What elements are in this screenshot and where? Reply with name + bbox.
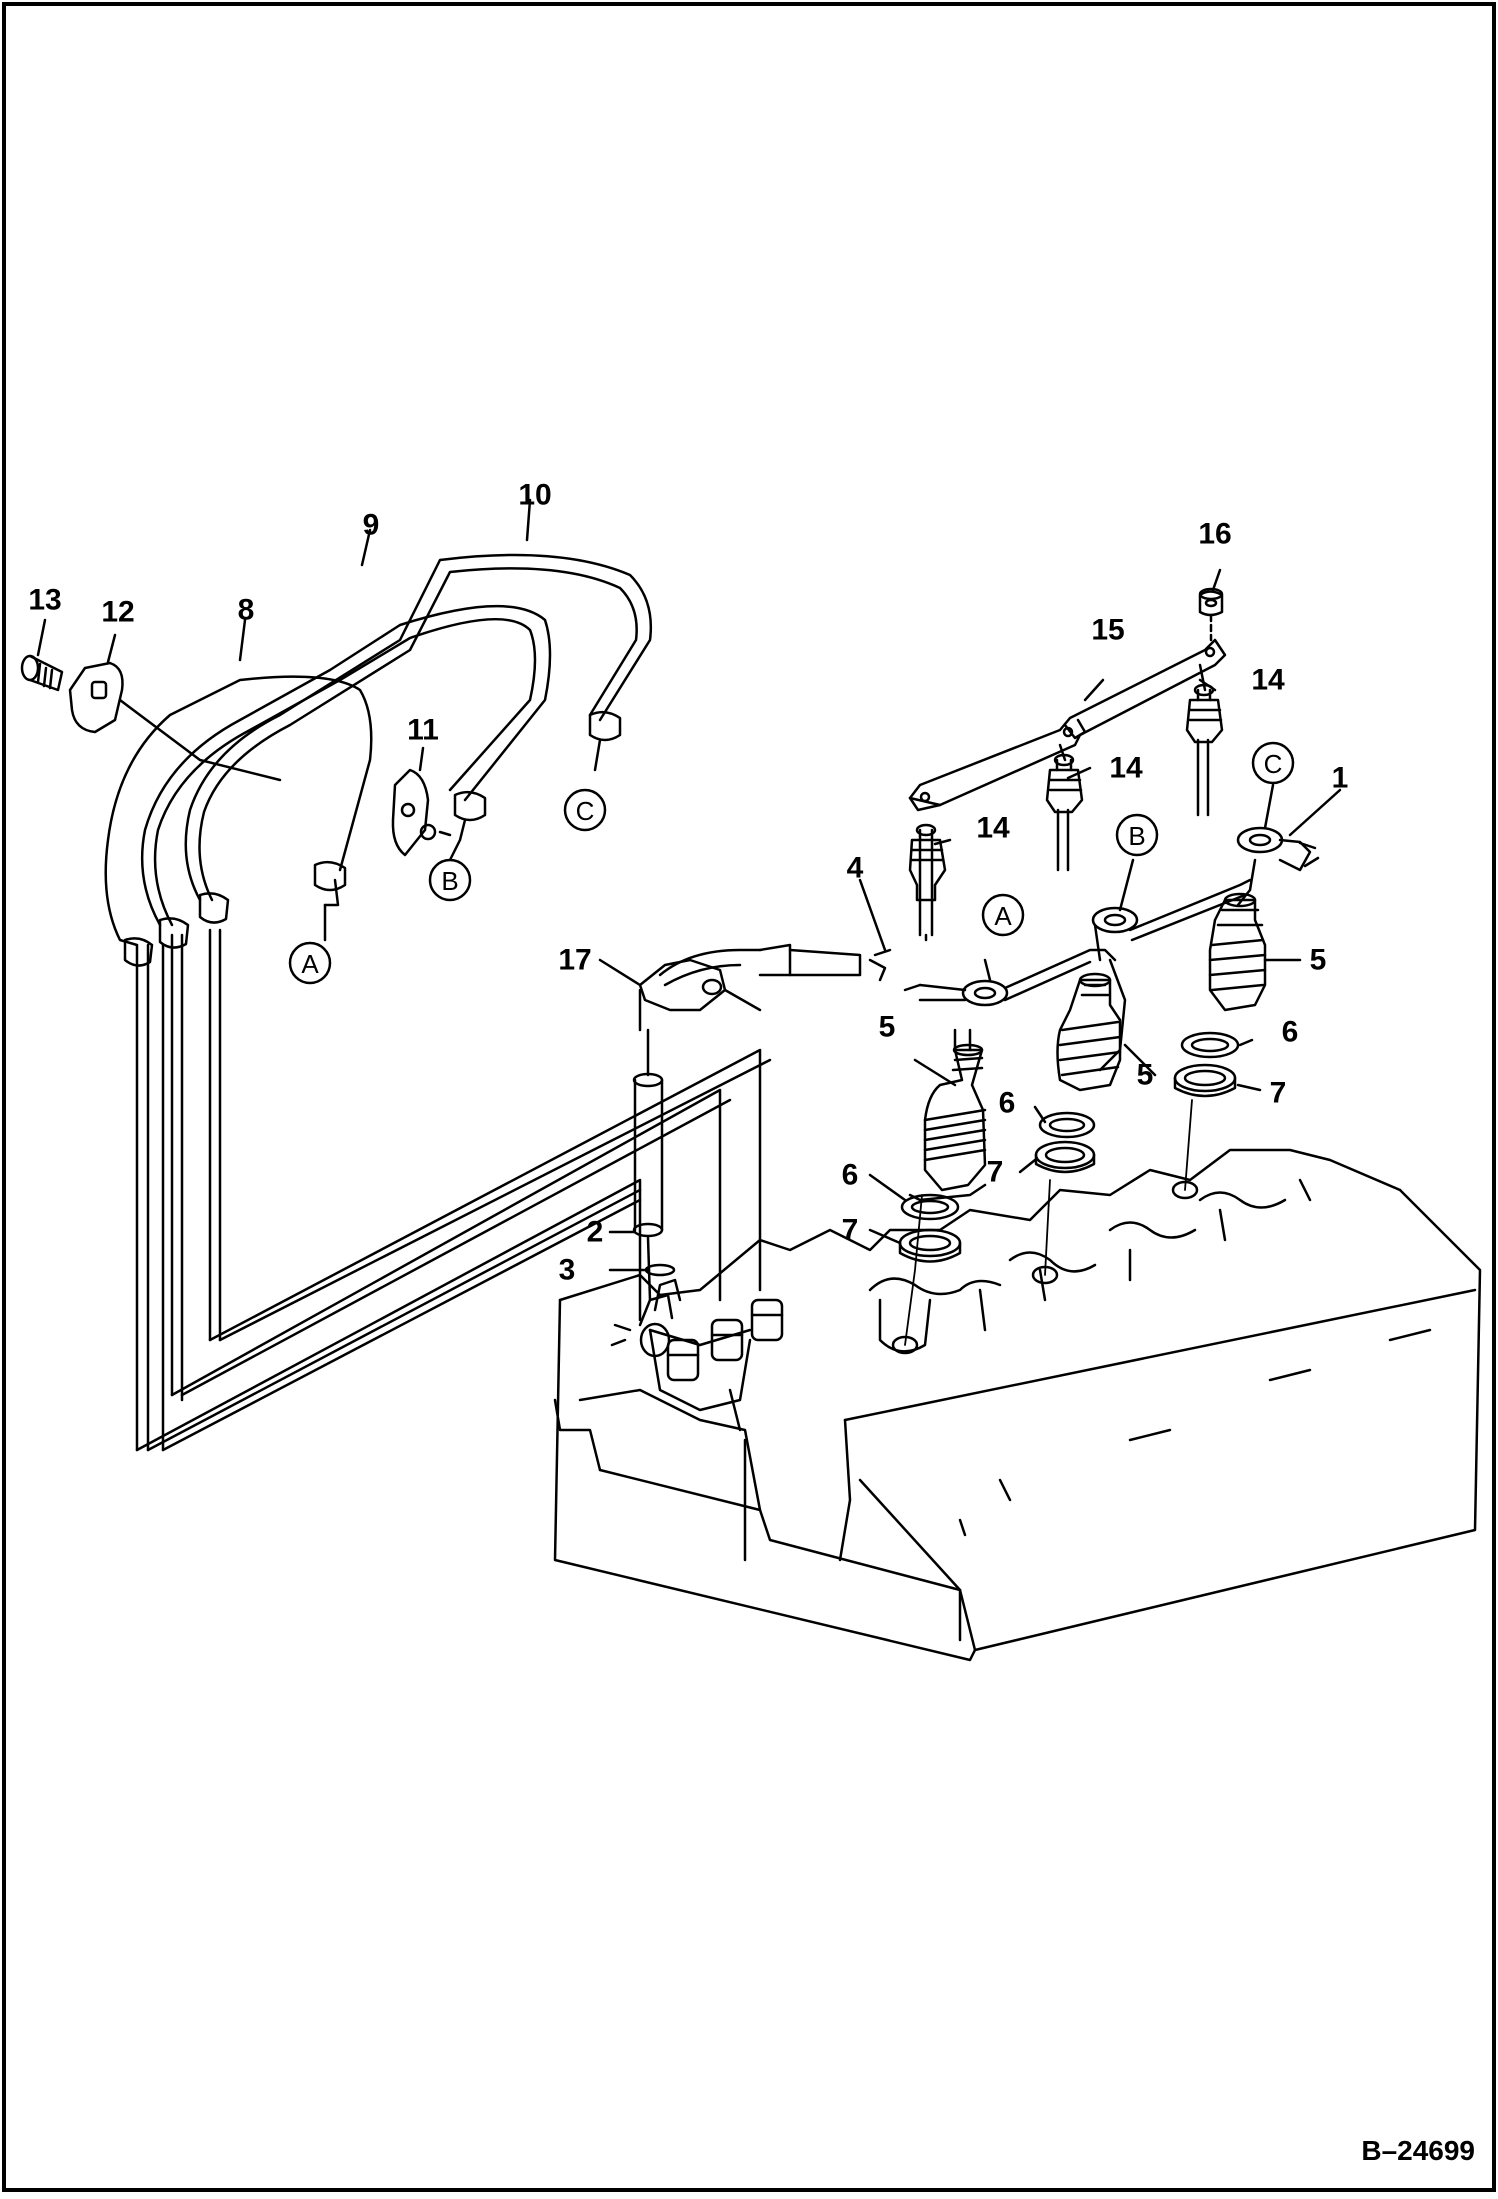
injector-centerlines: [904, 1099, 1193, 1346]
washers: [898, 1031, 1240, 1263]
ref-circle-b1: [428, 858, 472, 902]
callout-14a: 14: [976, 812, 1010, 845]
callout-17: 17: [558, 944, 591, 977]
ref-circle-c1: [563, 788, 607, 832]
callout-7b: 7: [987, 1156, 1004, 1189]
ref-circle-b2: [1115, 813, 1159, 857]
callout-5b: 5: [1137, 1059, 1154, 1092]
callout-16: 16: [1198, 518, 1231, 551]
bolt-13: [20, 654, 64, 692]
clamp-12: [68, 661, 282, 782]
document-id: B–24699: [1361, 2135, 1475, 2166]
ref-circle-c2: [1251, 741, 1295, 785]
injection-lines: [104, 553, 772, 1452]
bus-bar-15: [908, 638, 1227, 812]
leak-off-pipe-1: [918, 826, 1320, 1072]
callout-8: 8: [238, 594, 255, 627]
injection-pump: [610, 1278, 784, 1412]
line-ref-leaders: [323, 738, 602, 942]
injector-1: [908, 1028, 987, 1202]
return-line-assembly: [632, 943, 922, 1302]
callout-4: 4: [847, 852, 864, 885]
callout-15: 15: [1091, 614, 1124, 647]
ref-c2: C: [1264, 749, 1283, 779]
callout-2: 2: [587, 1216, 604, 1249]
callout-6a: 6: [842, 1159, 859, 1192]
leader-lines: [36, 498, 1342, 1272]
callout-11: 11: [407, 714, 439, 747]
callout-10: 10: [518, 479, 551, 512]
callout-14b: 14: [1109, 752, 1143, 785]
injector-3: [1208, 892, 1267, 1012]
callout-13: 13: [28, 584, 61, 617]
callout-7c: 7: [1270, 1077, 1287, 1110]
glow-plugs: [908, 683, 1224, 942]
callout-9: 9: [363, 509, 380, 542]
ref-b2: B: [1128, 821, 1145, 851]
ref-circle-a2: [981, 893, 1025, 937]
callout-6c: 6: [1282, 1016, 1299, 1049]
ref-b1: B: [441, 866, 458, 896]
injector-2: [1056, 972, 1122, 1092]
ref-circle-a1: [288, 941, 332, 985]
callout-14c: 14: [1251, 664, 1285, 697]
engine-block: [553, 1148, 1482, 1662]
ref-c1: C: [576, 796, 595, 826]
clamp-11: [391, 768, 452, 857]
ref-a2: A: [994, 901, 1012, 931]
callout-12: 12: [101, 596, 134, 629]
callout-5a: 5: [879, 1011, 896, 1044]
ref-a1: A: [301, 949, 319, 979]
callout-6b: 6: [999, 1087, 1016, 1120]
callout-7a: 7: [842, 1214, 859, 1247]
callout-5c: 5: [1310, 944, 1327, 977]
callout-1: 1: [1332, 762, 1349, 795]
callout-3: 3: [559, 1254, 576, 1287]
nut-16: [1198, 587, 1224, 642]
